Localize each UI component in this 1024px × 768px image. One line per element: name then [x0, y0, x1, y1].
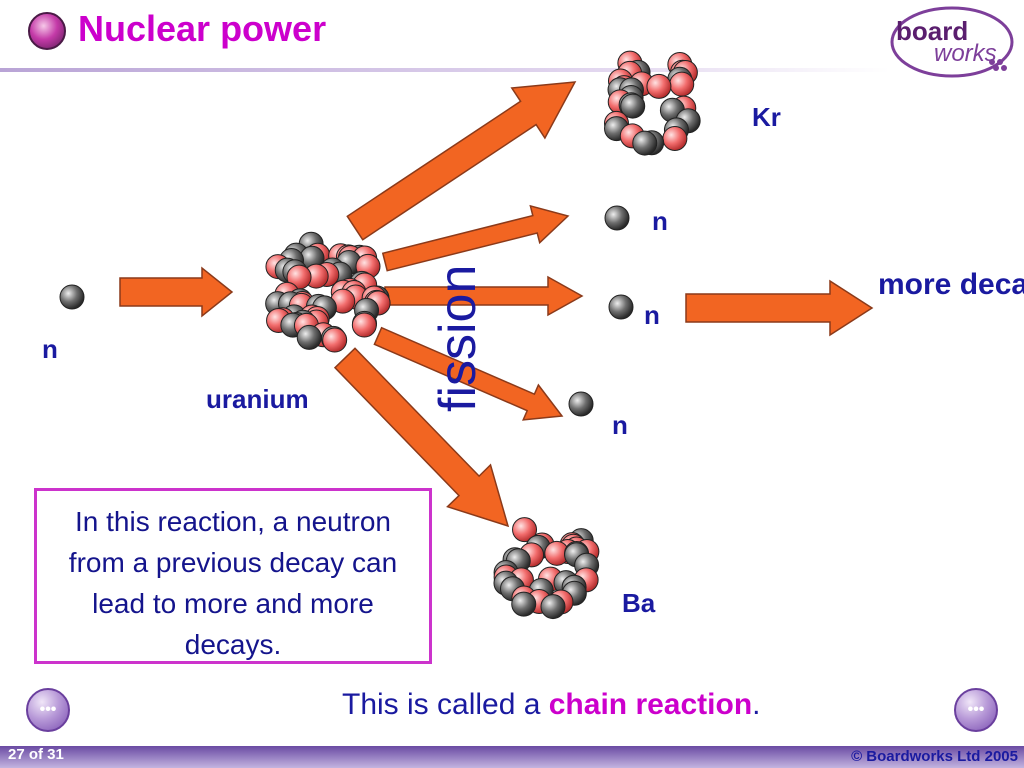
more-decays-label: more decays	[878, 268, 1024, 301]
footer-bar	[0, 746, 1024, 768]
next-slide-button[interactable]: •••	[954, 688, 998, 732]
krypton-nucleus	[603, 50, 701, 156]
logo-board-text: board	[896, 16, 969, 46]
caption-suffix: .	[752, 688, 761, 721]
arrow-to-krypton	[346, 81, 577, 241]
page-title: Nuclear power	[78, 8, 327, 49]
neutron-particle	[620, 93, 646, 119]
next-arrow-icon: •••	[967, 701, 985, 718]
neutron-label-1: n	[652, 206, 668, 236]
logo-works-text: works	[934, 40, 997, 67]
proton	[351, 312, 377, 338]
emitted-neutron-2	[608, 294, 634, 320]
barium-label: Ba	[622, 588, 656, 618]
info-box: In this reaction, a neutron from a previ…	[34, 488, 432, 664]
chain-reaction-caption: This is called a chain reaction.	[342, 688, 761, 722]
fission-label: fission	[429, 264, 487, 412]
chain-reaction-term: chain reaction	[548, 688, 753, 721]
emitted-neutron-3	[568, 391, 594, 417]
neutron-label-3: n	[612, 410, 628, 440]
arrow-to-barium	[333, 347, 510, 528]
uranium-nucleus	[265, 231, 391, 353]
arrow-to-neutron-3	[373, 326, 564, 421]
incoming-neutron-label: n	[42, 334, 58, 364]
proton	[669, 71, 695, 97]
neutron-particle	[296, 324, 322, 350]
boardworks-logo: board works	[888, 4, 1016, 80]
proton	[662, 126, 688, 152]
proton	[646, 73, 672, 99]
proton	[512, 517, 538, 543]
caption-prefix: This is called a	[342, 688, 549, 721]
logo-ellipse	[890, 6, 1014, 78]
neutron-label-2: n	[644, 300, 660, 330]
krypton-label: Kr	[752, 102, 781, 132]
incoming-neutron	[59, 284, 85, 310]
emitted-neutron-1	[604, 205, 630, 231]
neutron-particle	[632, 130, 658, 156]
uranium-label: uranium	[206, 384, 309, 414]
neutron-particle	[511, 591, 537, 617]
title-divider	[0, 68, 890, 72]
proton	[322, 327, 348, 353]
arrow-to-neutron-1	[381, 204, 570, 272]
page-number: 27 of 31	[8, 746, 64, 763]
neutron-particle	[540, 594, 566, 620]
atom-icon	[28, 12, 66, 50]
incoming-arrow	[119, 266, 234, 318]
copyright: © Boardworks Ltd 2005	[851, 748, 1018, 765]
prev-arrow-icon: •••	[39, 701, 57, 718]
barium-nucleus	[493, 517, 600, 620]
more-decays-arrow	[685, 279, 874, 337]
arrow-to-neutron-2	[384, 275, 584, 317]
prev-slide-button[interactable]: •••	[26, 688, 70, 732]
